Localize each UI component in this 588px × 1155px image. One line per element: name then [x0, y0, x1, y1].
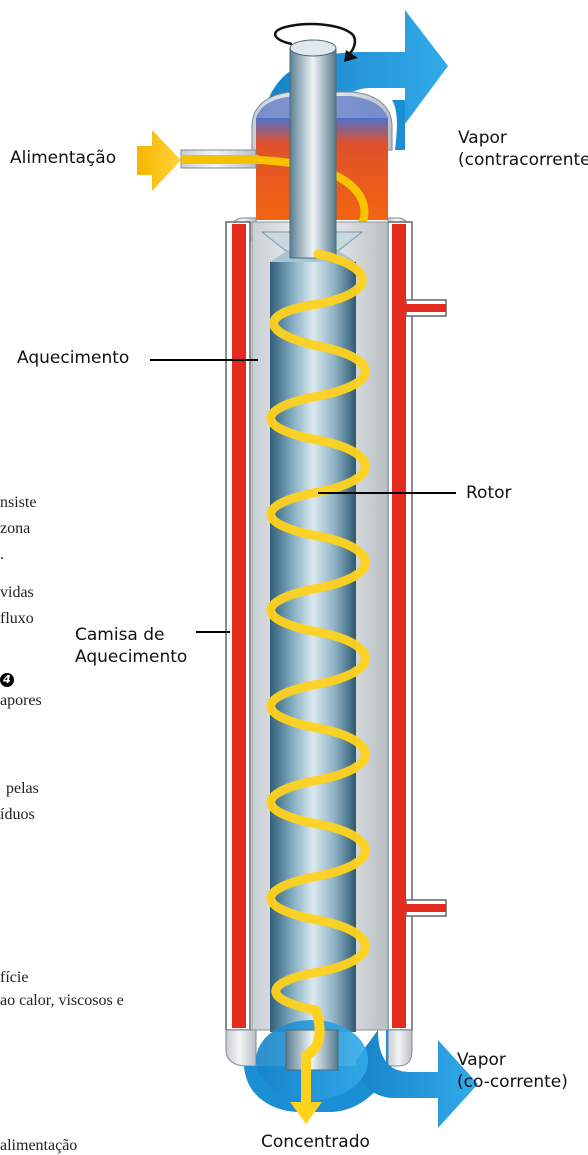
label-feed: Alimentação: [10, 147, 116, 169]
body-text-fragment: pelas: [6, 780, 39, 798]
label-vapor-counter-current-line1: Vapor: [458, 127, 588, 149]
body-text-fragment: .: [0, 546, 4, 564]
body-text-fragment: vidas: [0, 584, 34, 602]
vapor-outlet-bottom-arrow: [244, 1020, 478, 1128]
label-vapor-co-current-line2: (co-corrente): [457, 1071, 568, 1093]
label-jacket: Camisa de Aquecimento: [75, 624, 187, 668]
body-text-fragment: apores: [0, 692, 42, 710]
body-text-fragment: fluxo: [0, 610, 34, 628]
label-rotor: Rotor: [466, 482, 512, 504]
body-text-fragment: nsiste: [0, 494, 36, 512]
leader-line-jacket: [196, 631, 230, 633]
label-heating: Aquecimento: [17, 347, 129, 369]
body-text-fragment: alimentação: [0, 1137, 77, 1155]
label-jacket-line1: Camisa de: [75, 624, 187, 646]
label-vapor-co-current: Vapor (co-corrente): [457, 1049, 568, 1093]
label-vapor-co-current-line1: Vapor: [457, 1049, 568, 1071]
label-concentrate: Concentrado: [261, 1131, 370, 1153]
label-jacket-line2: Aquecimento: [75, 646, 187, 668]
leader-line-rotor: [318, 492, 456, 494]
body-text-fragment: íduos: [0, 806, 35, 824]
body-text-fragment: zona: [0, 520, 30, 538]
step-number-badge: 4: [0, 673, 14, 687]
label-vapor-counter-current-line2: (contracorrente): [458, 149, 588, 171]
label-vapor-counter-current: Vapor (contracorrente): [458, 127, 588, 171]
body-text-fragment: fície: [0, 969, 28, 987]
body-text-fragment: ao calor, viscosos e: [0, 992, 124, 1010]
leader-line-heating: [150, 359, 258, 361]
